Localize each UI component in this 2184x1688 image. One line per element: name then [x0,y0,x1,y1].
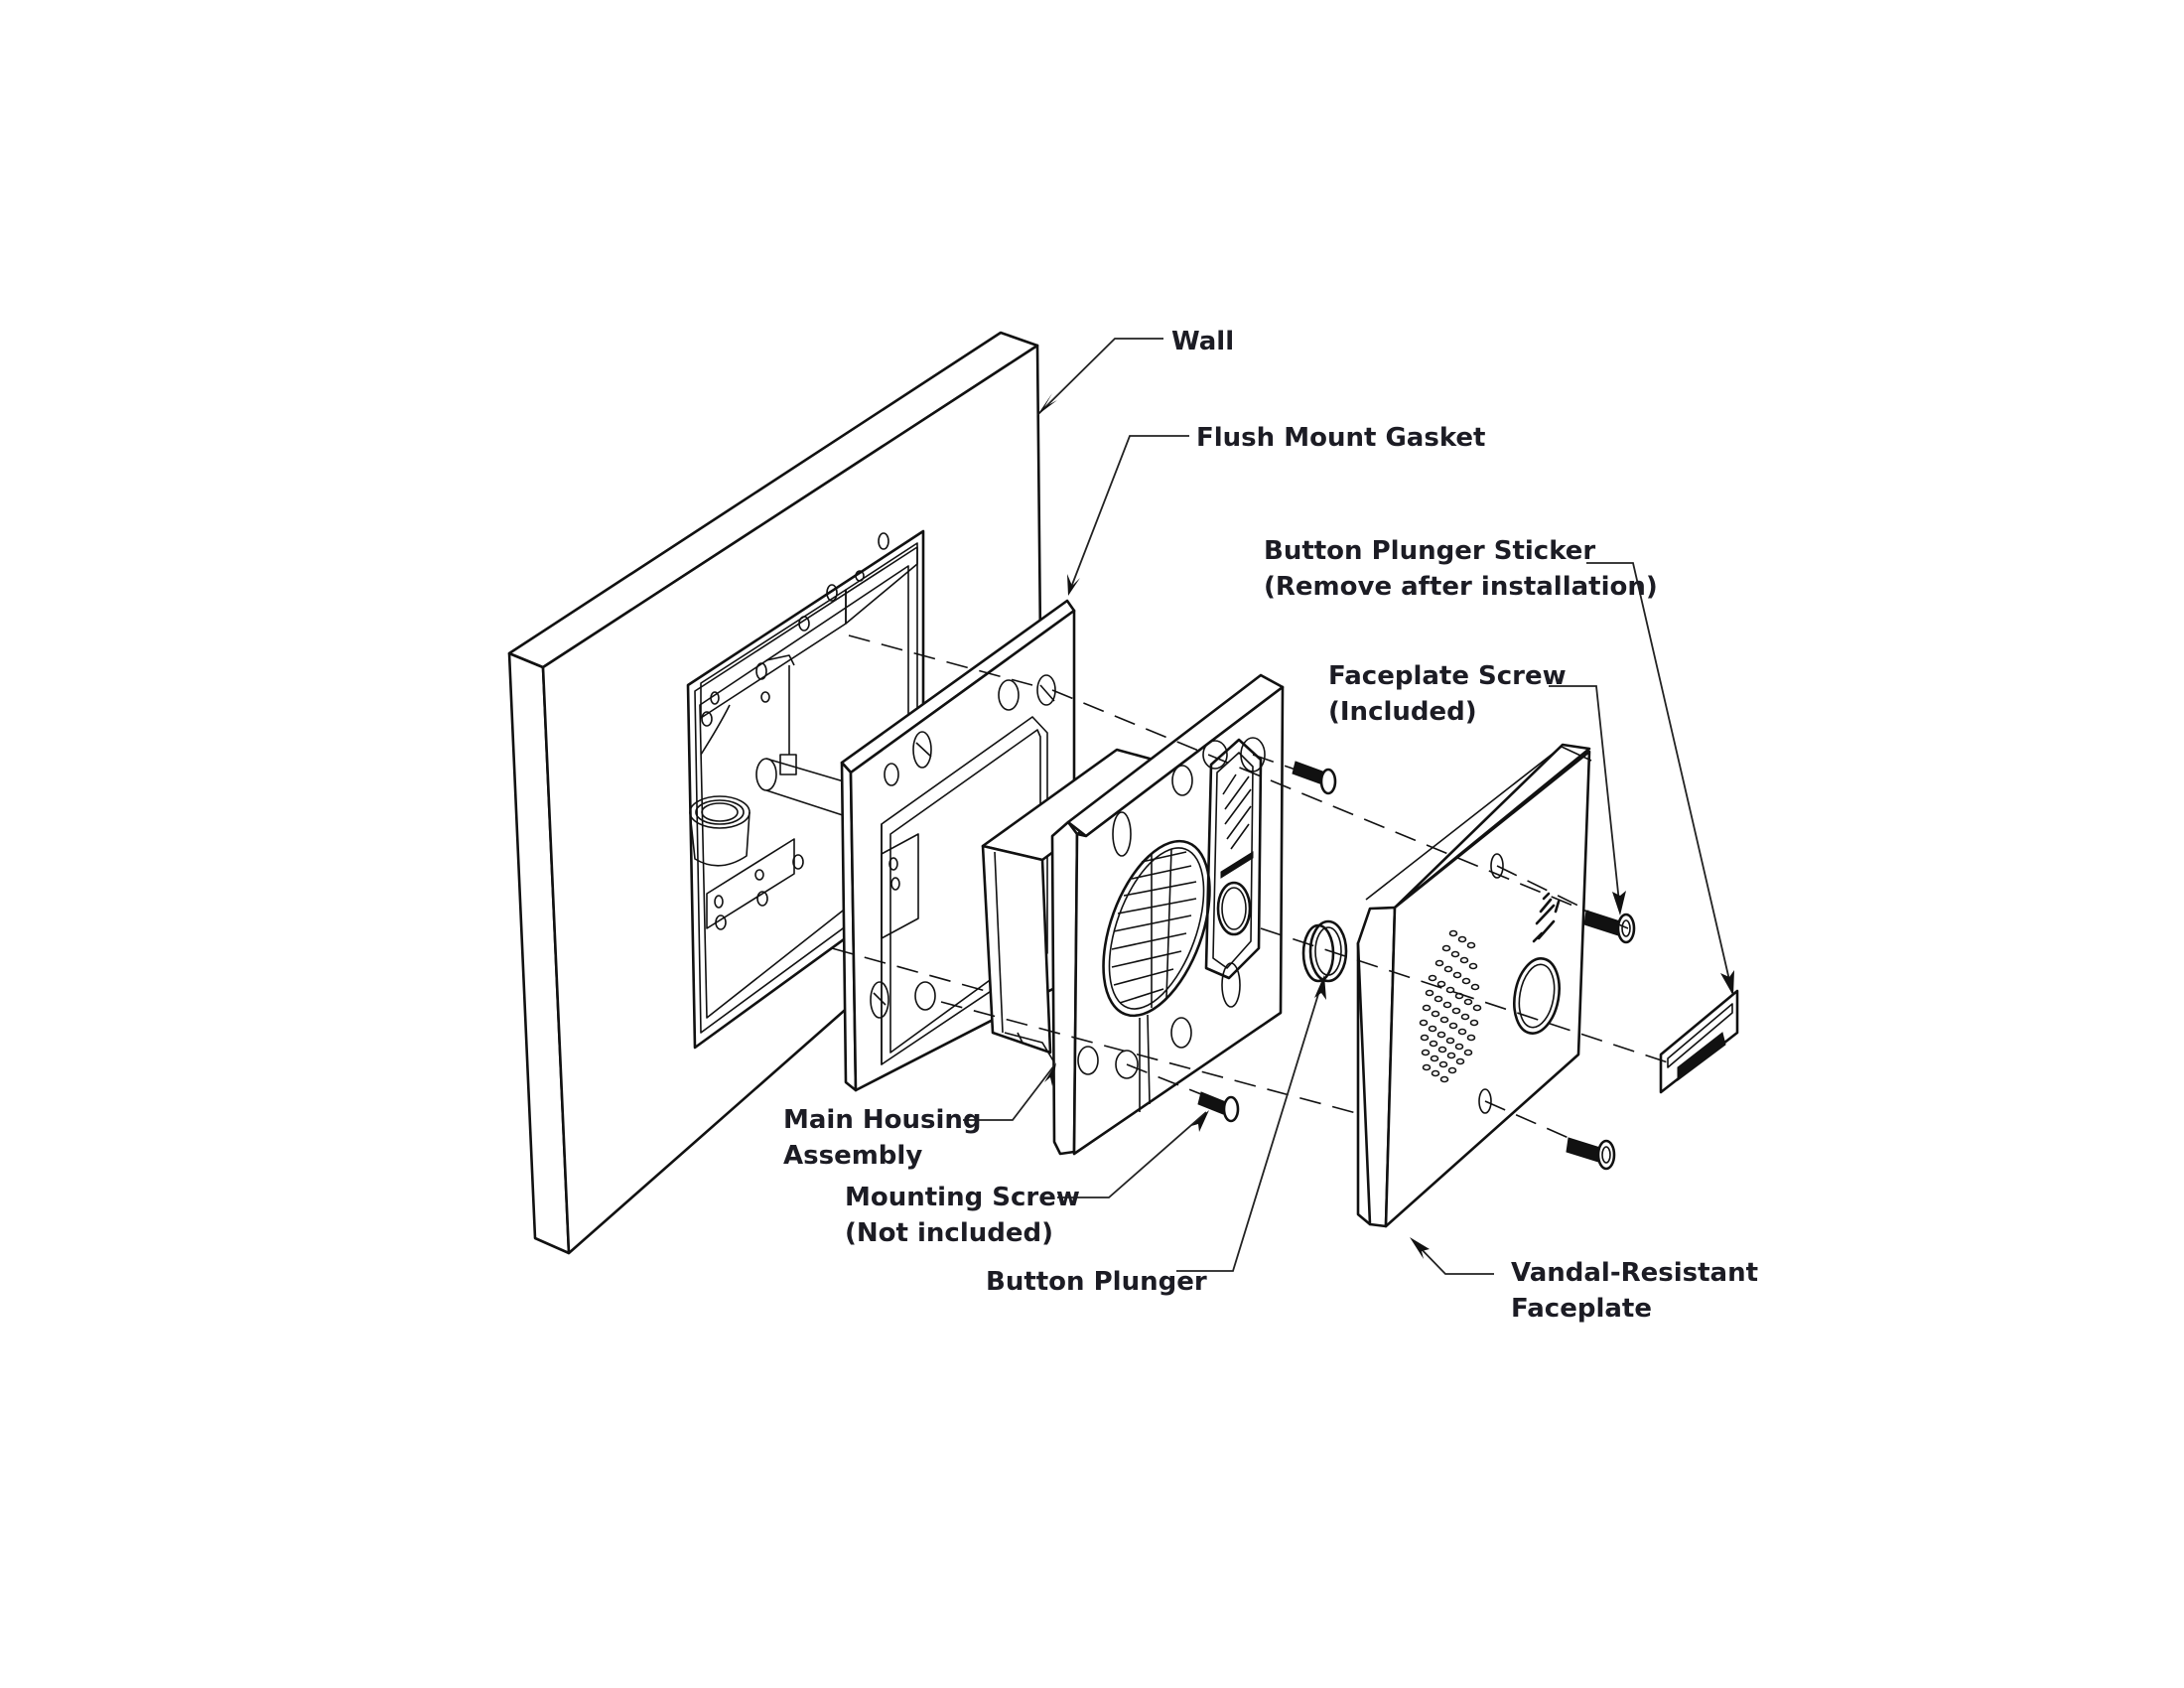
label-vandal-resistant: Vandal-Resistant [1511,1258,1758,1288]
speaker-hole [1448,1022,1458,1030]
button-plunger-sticker [1659,989,1739,1094]
speaker-hole [1450,950,1460,958]
vandal-resistant-faceplate [1356,743,1592,1228]
speaker-hole [1455,1057,1465,1065]
speaker-hole [1430,1055,1439,1062]
speaker-hole [1466,941,1476,949]
speaker-hole [1460,1013,1470,1021]
speaker-hole [1452,971,1462,979]
mounting-screw-lower [1197,1091,1240,1123]
microphone-slots [1532,892,1561,943]
main-housing-assembly [981,673,1285,1156]
speaker-hole [1466,1034,1476,1042]
label-button-plunger-sticker: Button Plunger Sticker [1264,536,1595,566]
speaker-hole [1431,1069,1440,1077]
speaker-hole [1436,980,1446,988]
speaker-hole [1439,1016,1449,1024]
faceplate-screw-upper [1583,910,1636,944]
speaker-hole [1441,944,1451,952]
button-module-slots [1222,774,1252,850]
speaker-hole [1437,1046,1447,1054]
speaker-hole [1438,1060,1448,1068]
speaker-hole [1457,1028,1467,1036]
speaker-hole [1446,1052,1456,1059]
speaker-hole [1457,935,1467,943]
speaker-hole [1463,1049,1473,1056]
label-mounting-screw-note: (Not included) [845,1218,1053,1248]
speaker-hole [1431,1010,1440,1018]
speaker-hole [1469,1019,1479,1027]
speaker-hole [1461,977,1471,985]
speaker-hole [1442,1001,1452,1009]
speaker-hole [1429,1040,1438,1048]
speaker-hole [1445,1037,1455,1045]
label-flush-mount-gasket: Flush Mount Gasket [1196,423,1485,453]
speaker-hole [1425,989,1434,997]
button-plunger [1301,919,1348,983]
speaker-hole [1428,974,1437,982]
speaker-hole [1420,1034,1430,1042]
label-vandal-resistant-faceplate: Faceplate [1511,1294,1652,1324]
speaker-hole [1472,1004,1482,1012]
alignment-lines [831,634,1669,1139]
label-faceplate-screw-note: (Included) [1328,697,1477,727]
faceplate-screw-lower [1566,1137,1616,1171]
speaker-hole [1434,959,1444,967]
callout-labels: Wall Flush Mount Gasket Button Plunger S… [783,327,1758,1324]
speaker-hole [1451,1007,1461,1015]
speaker-holes [1419,929,1482,1083]
label-main-housing-assembly: Assembly [783,1141,922,1171]
speaker-hole [1436,1031,1446,1039]
speaker-hole [1422,1063,1432,1071]
label-faceplate-screw: Faceplate Screw [1328,661,1567,691]
speaker-hole [1433,995,1443,1003]
speaker-hole [1419,1019,1429,1027]
speaker-hole [1447,1066,1457,1074]
speaker-hole [1463,998,1473,1006]
speaker-hole [1445,986,1455,994]
mounting-screw-upper [1292,761,1337,795]
speaker-hole [1421,1049,1431,1056]
label-button-plunger: Button Plunger [986,1267,1207,1297]
label-mounting-screw: Mounting Screw [845,1183,1080,1212]
label-wall: Wall [1171,327,1234,356]
speaker-grille-slots [1111,848,1197,1008]
speaker-hole [1470,983,1480,991]
leader-lines [963,338,1734,1275]
speaker-hole [1454,1043,1464,1051]
speaker-hole [1428,1025,1437,1033]
label-main-housing: Main Housing [783,1105,982,1135]
speaker-hole [1448,929,1458,937]
label-button-plunger-sticker-note: (Remove after installation) [1264,572,1658,602]
speaker-hole [1468,962,1478,970]
speaker-hole [1439,1075,1449,1083]
speaker-hole [1422,1004,1432,1012]
speaker-hole [1459,956,1469,964]
speaker-hole [1443,965,1453,973]
